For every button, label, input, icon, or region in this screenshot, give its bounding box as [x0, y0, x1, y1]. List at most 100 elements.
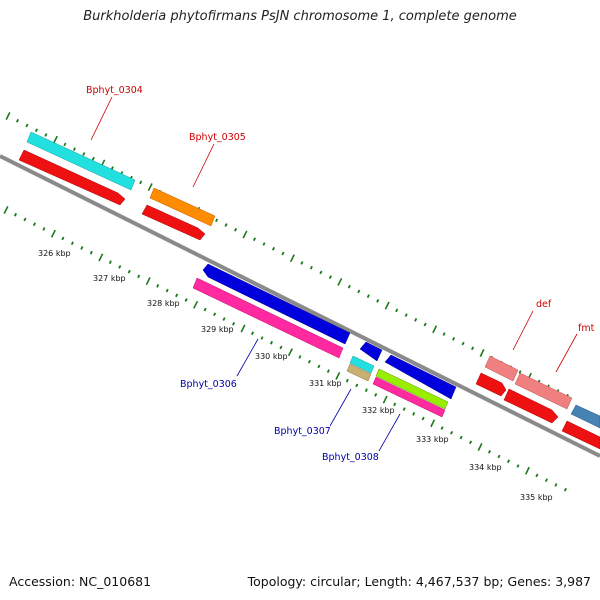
label-bphyt-0307[interactable]: Bphyt_0307 — [274, 426, 331, 437]
label-bphyt-0306[interactable]: Bphyt_0306 — [180, 379, 237, 390]
gene-bphyt-0308-feature-a[interactable] — [375, 368, 449, 410]
lower-tick — [23, 217, 27, 222]
upper-tick — [357, 289, 361, 294]
gene-bphyt-0305[interactable] — [141, 187, 216, 241]
upper-tick — [442, 332, 446, 336]
callout-line-bphyt-0304 — [90, 96, 113, 141]
gene-fmt[interactable] — [503, 372, 573, 424]
gene-fmt-cds[interactable] — [514, 372, 573, 410]
upper-tick — [52, 135, 58, 144]
gene-callouts — [90, 96, 578, 452]
gene-next-partial[interactable] — [561, 404, 600, 450]
callout-line-bphyt-0307 — [329, 388, 352, 427]
label-fmt[interactable]: fmt — [578, 323, 595, 334]
lower-tick — [165, 288, 169, 293]
lower-tick — [524, 466, 530, 475]
lower-tick — [544, 478, 548, 483]
gene-bphyt-0304-cds[interactable] — [26, 131, 136, 191]
lower-tick — [355, 383, 359, 388]
gene-bphyt-0304[interactable] — [18, 131, 136, 206]
callout-line-bphyt-0308 — [378, 413, 401, 452]
upper-tick — [25, 123, 29, 128]
lower-tick — [412, 412, 416, 416]
gene-bphyt-0307[interactable] — [346, 341, 383, 382]
gene-labels: Bphyt_0304 Bphyt_0305 Bphyt_0306 Bphyt_0… — [86, 85, 595, 463]
gene-bphyt-0308-cds[interactable] — [384, 354, 457, 400]
lower-tick — [175, 293, 179, 298]
gene-fmt-feature[interactable] — [503, 388, 559, 424]
upper-tick — [309, 265, 313, 270]
upper-tick — [224, 223, 228, 227]
upper-tick — [319, 270, 323, 275]
gene-bphyt-0307-feature-b[interactable] — [346, 363, 372, 382]
upper-tick — [63, 142, 67, 147]
lower-tick — [193, 300, 199, 309]
gene-bphyt-0305-cds[interactable] — [149, 187, 216, 227]
upper-tick — [404, 313, 408, 317]
lower-tick-row — [3, 206, 567, 492]
upper-tick — [300, 261, 304, 265]
upper-tick — [376, 298, 380, 303]
gene-bphyt-0308[interactable] — [372, 354, 457, 418]
gene-bphyt-0304-feature[interactable] — [18, 149, 126, 206]
upper-tick — [281, 251, 285, 256]
upper-tick — [82, 152, 86, 156]
upper-tick — [471, 346, 475, 351]
gene-def-cds[interactable] — [484, 355, 519, 382]
lower-tick — [145, 277, 151, 286]
upper-tick — [518, 370, 522, 374]
upper-tick — [139, 180, 143, 185]
lower-tick — [108, 260, 112, 264]
gene-bphyt-0307-feature-a[interactable] — [349, 355, 375, 374]
scale-label: 329 kbp — [201, 325, 234, 334]
lower-tick — [374, 392, 378, 397]
lower-tick — [554, 483, 558, 487]
lower-tick — [335, 371, 341, 380]
gene-bphyt-0308-feature-b[interactable] — [372, 376, 446, 418]
upper-tick — [432, 325, 438, 334]
lower-tick — [61, 236, 65, 241]
label-bphyt-0305[interactable]: Bphyt_0305 — [189, 132, 246, 143]
gene-bphyt-0306[interactable] — [192, 263, 351, 359]
gene-def[interactable] — [475, 355, 519, 397]
lower-tick — [382, 395, 388, 404]
lower-tick — [240, 324, 246, 333]
upper-tick — [289, 254, 295, 263]
upper-tick — [234, 227, 238, 232]
upper-tick — [395, 308, 399, 313]
gene-bphyt-0307-cds[interactable] — [359, 341, 383, 362]
lower-tick — [232, 321, 236, 326]
callout-line-bphyt-0305 — [192, 143, 215, 188]
gene-next-cds[interactable] — [570, 404, 600, 429]
gene-bphyt-0306-cds[interactable] — [202, 263, 351, 345]
lower-tick — [516, 464, 520, 468]
upper-tick — [72, 147, 76, 152]
upper-tick — [44, 133, 48, 137]
scale-label: 335 kbp — [520, 493, 553, 502]
lower-tick — [298, 355, 302, 359]
map-title: Burkholderia phytofirmans PsJN chromosom… — [83, 9, 517, 24]
gene-bphyt-0306-feature[interactable] — [192, 277, 344, 359]
gene-next-feature[interactable] — [561, 420, 600, 450]
scale-label: 333 kbp — [416, 435, 449, 444]
lower-tick — [184, 298, 188, 302]
gene-bphyt-0305-feature[interactable] — [141, 204, 206, 241]
lower-tick — [156, 284, 160, 288]
label-def[interactable]: def — [536, 299, 552, 310]
upper-tick — [262, 242, 266, 246]
label-bphyt-0308[interactable]: Bphyt_0308 — [322, 452, 379, 463]
lower-tick — [469, 440, 473, 445]
scale-label: 332 kbp — [362, 406, 395, 415]
label-bphyt-0304[interactable]: Bphyt_0304 — [86, 85, 143, 96]
lower-tick — [279, 345, 283, 350]
lower-tick — [477, 443, 483, 451]
lower-tick — [364, 388, 368, 392]
lower-tick — [50, 229, 56, 238]
upper-tick — [147, 183, 153, 192]
upper-tick — [15, 118, 20, 123]
callout-line-bphyt-0306 — [236, 338, 259, 377]
lower-tick — [497, 454, 501, 459]
gene-def-feature[interactable] — [475, 372, 507, 397]
